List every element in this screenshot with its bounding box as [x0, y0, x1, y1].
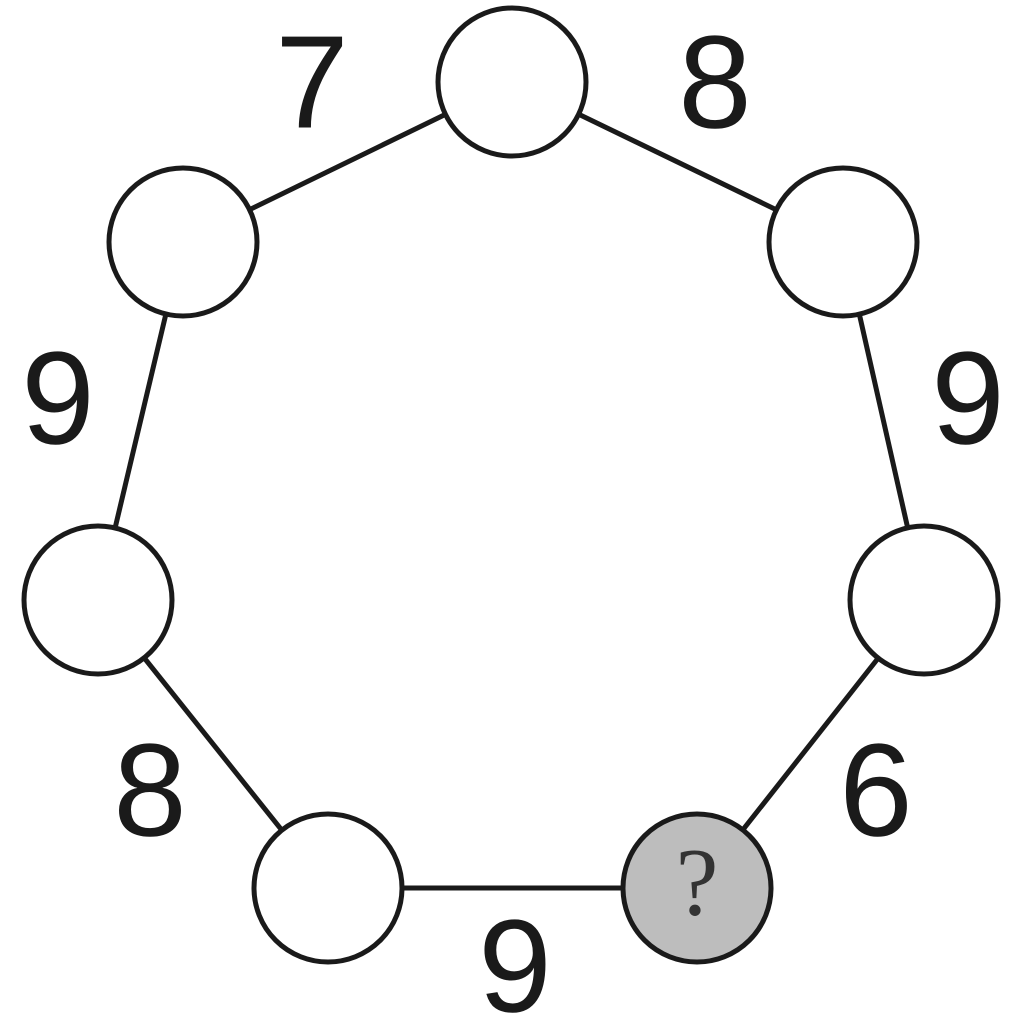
node-bottom-left [251, 811, 405, 965]
nodes: ? [21, 5, 1001, 965]
edge-label-left-upper-left: 9 [21, 325, 94, 472]
unknown-node-label: ? [676, 829, 719, 936]
edge-label-bottom-right-bottom-left: 9 [478, 893, 551, 1024]
edge-label-top-upper-right: 8 [678, 9, 751, 156]
edge-label-upper-right-right: 9 [931, 325, 1004, 472]
edge-label-bottom-left-left: 8 [113, 717, 186, 864]
node-bottom-right [620, 811, 774, 965]
edge-label-upper-left-top: 7 [275, 9, 348, 156]
node-top [435, 5, 589, 159]
edge-label-right-bottom-right: 6 [839, 717, 912, 864]
edge-labels: 7 8 9 6 9 8 9 [21, 9, 1004, 1024]
node-right [847, 523, 1001, 677]
node-upper-left [106, 165, 260, 319]
node-left [21, 523, 175, 677]
node-upper-right [766, 165, 920, 319]
